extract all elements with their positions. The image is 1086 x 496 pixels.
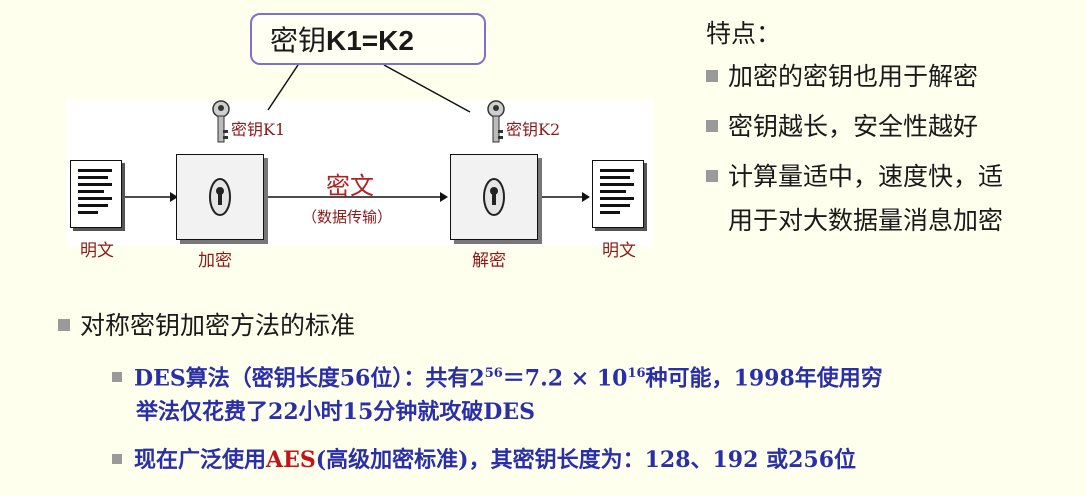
lock-icon: [209, 178, 231, 216]
bullet-icon: [706, 120, 718, 132]
feature-text: 密钥越长，安全性越好: [728, 112, 979, 141]
des-exponent: 56: [484, 366, 503, 381]
aes-key-sizes: 128、192: [644, 447, 759, 473]
aes-text: 位: [834, 447, 857, 473]
key1-label: 密钥K1: [231, 120, 286, 139]
des-year: 1998: [733, 365, 795, 392]
des-name: DES: [483, 399, 536, 425]
key-callout-formula: K1=K2: [326, 25, 414, 56]
bullet-icon: [706, 170, 718, 182]
lock-icon: [483, 178, 505, 216]
plaintext-document-icon-right: [592, 160, 644, 228]
feature-text: 加密的密钥也用于解密: [728, 62, 979, 91]
feature-item: 加密的密钥也用于解密: [706, 58, 1076, 96]
plaintext-label-right: 明文: [602, 241, 636, 261]
standards-title: 对称密钥加密方法的标准: [80, 311, 356, 340]
ciphertext-label: 密文: [326, 172, 374, 200]
transmission-label: （数据传输）: [302, 208, 393, 226]
features-title: 特点：: [706, 19, 782, 48]
key-callout-prefix: 密钥: [270, 24, 327, 57]
aes-item: 现在广泛使用AES(高级加密标准)，其密钥长度为：128、192 或256位: [112, 442, 856, 479]
bullet-icon: [112, 454, 122, 464]
des-item-line2: 举法仅花费了22小时15分钟就攻破DES: [136, 394, 535, 431]
key-callout: 密钥K1=K2: [250, 13, 486, 65]
des-text: 小时: [298, 399, 343, 425]
des-text: 分钟就攻破: [373, 399, 484, 425]
diagram-connectors: [124, 64, 590, 202]
feature-text: 用于对大数据量消息加密: [728, 206, 1004, 235]
features-list: 加密的密钥也用于解密 密钥越长，安全性越好 计算量适中，速度快，适 用于对大数据…: [706, 58, 1076, 240]
key1-icon: [212, 100, 230, 143]
decrypt-box: [450, 154, 538, 240]
aes-name: AES: [266, 447, 316, 473]
des-text: 年使用穷: [794, 365, 883, 392]
decrypt-label: 解密: [472, 251, 506, 271]
des-hours: 22: [268, 399, 299, 425]
des-text: 位）：共有: [370, 365, 470, 392]
key2-label: 密钥K2: [506, 120, 561, 139]
des-text: 算法（密钥长度: [185, 365, 340, 392]
standards-heading: 对称密钥加密方法的标准: [58, 306, 355, 342]
des-minutes: 15: [342, 399, 374, 425]
bullet-icon: [112, 372, 122, 383]
des-base: 2: [469, 365, 485, 392]
des-count: ＝7.2 × 10: [502, 365, 628, 392]
bullet-icon: [706, 70, 718, 82]
des-key-length: 56: [339, 365, 371, 392]
des-text: 种可能，: [645, 365, 734, 392]
aes-key-size-last: 256: [788, 447, 835, 473]
plaintext-label-left: 明文: [80, 241, 114, 261]
aes-text: 或: [758, 447, 789, 473]
encrypt-label: 加密: [198, 251, 232, 271]
aes-text: 现在广泛使用: [134, 447, 267, 473]
feature-text: 计算量适中，速度快，适: [728, 162, 1004, 191]
diagram-panel: [66, 100, 654, 246]
feature-item: 密钥越长，安全性越好: [706, 108, 1076, 146]
des-text: 举法仅花费了: [136, 399, 269, 425]
encrypt-box: [176, 154, 264, 240]
key2-icon: [487, 100, 505, 143]
bullet-icon: [58, 319, 70, 331]
des-exponent2: 16: [627, 366, 646, 381]
plaintext-document-icon: [70, 160, 122, 228]
feature-item: 计算量适中，速度快，适: [706, 158, 1076, 196]
des-name: DES: [134, 365, 186, 392]
feature-item-continued: 用于对大数据量消息加密: [706, 202, 1076, 240]
aes-text: (高级加密标准)，其密钥长度为：: [315, 447, 645, 473]
des-item: DES算法（密钥长度56位）：共有256＝7.2 × 1016种可能，1998年…: [112, 356, 883, 397]
